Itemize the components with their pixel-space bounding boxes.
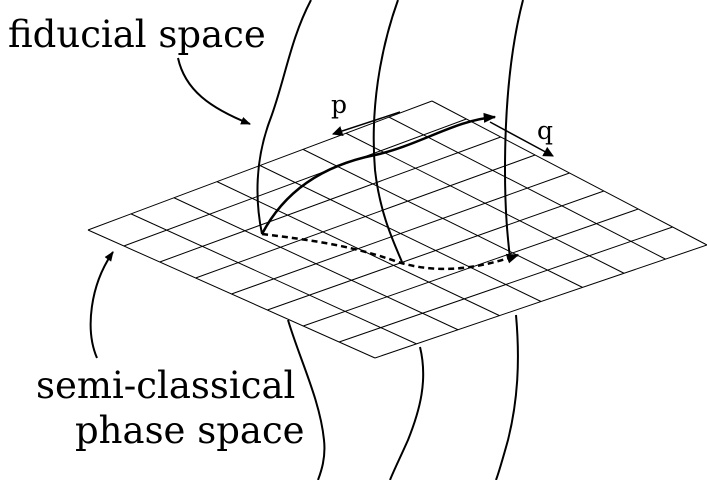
semi-classical-label-line1: semi-classical bbox=[36, 364, 295, 407]
grid-line-q bbox=[388, 116, 666, 260]
q-label: q bbox=[537, 116, 553, 145]
grid-line-q bbox=[431, 100, 707, 246]
semi-classical-label-line2: phase space bbox=[75, 409, 305, 452]
grid-line-q bbox=[345, 132, 625, 274]
fiducial-sheet-right-lower bbox=[495, 314, 519, 480]
fiducial-sheet-left-lower bbox=[287, 319, 326, 480]
q-axis-arrow bbox=[489, 121, 554, 157]
p-axis-arrow bbox=[332, 111, 401, 137]
fiducial-sheet-middle-lower bbox=[389, 346, 425, 480]
fiducial-trajectory bbox=[260, 112, 497, 235]
grid-line-p bbox=[231, 172, 570, 295]
grid-line-p bbox=[267, 190, 605, 311]
semi-classical-pointer-arrow bbox=[89, 251, 114, 359]
phase-space-grid bbox=[87, 100, 707, 359]
grid-line-q bbox=[302, 148, 583, 288]
grid-line-p bbox=[374, 244, 707, 359]
projected-trajectory bbox=[261, 232, 520, 271]
grid-line-p bbox=[338, 226, 673, 343]
fiducial-space-label: fiducial space bbox=[8, 13, 266, 56]
fiducial-sheet-middle bbox=[372, 0, 403, 263]
fiducial-sheet-left bbox=[256, 0, 312, 235]
fiducial-sheet-right bbox=[503, 0, 524, 259]
p-label: p bbox=[331, 90, 347, 119]
fiducial-pointer-arrow bbox=[177, 57, 251, 125]
